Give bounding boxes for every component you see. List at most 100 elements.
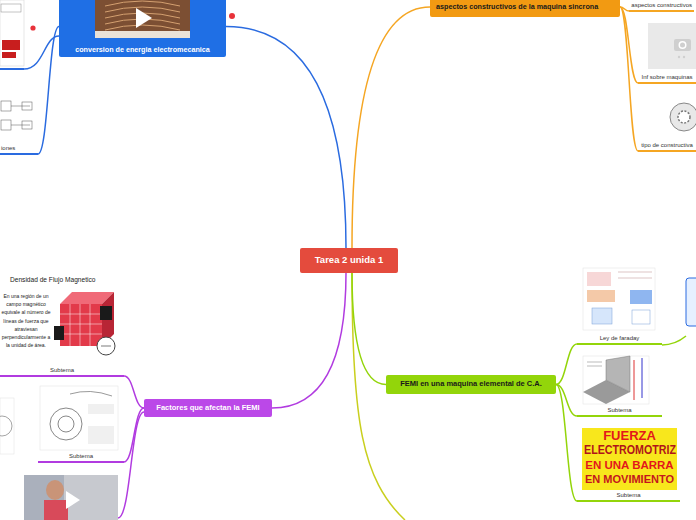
branch-line [556, 385, 577, 502]
illustration-path [118, 412, 144, 518]
illustration-line [587, 362, 602, 363]
illustration-line [11, 125, 30, 126]
illustration-rect [583, 268, 655, 330]
illustration-circle [683, 56, 685, 58]
main-topic: conversion de energia electromecanica [59, 0, 226, 57]
illustration-path [105, 7, 180, 12]
illustration-line [587, 366, 602, 367]
illustration-path [105, 25, 180, 30]
illustration-line [90, 304, 91, 346]
illustration-circle [670, 103, 696, 131]
branch-line [352, 273, 386, 385]
image-text: EN UNA BARRA [585, 459, 673, 471]
illustration-circle [679, 41, 687, 49]
subtopic-caption: aspectos constructivos [629, 0, 694, 12]
illustration-rect [2, 52, 16, 58]
illustration-line [101, 346, 111, 347]
branch-line [352, 7, 430, 248]
subtopic-caption: iones [0, 143, 38, 155]
branch-line [124, 408, 144, 462]
illustration-rect [95, 0, 190, 38]
illustration-line [60, 324, 102, 325]
illustration-line [634, 360, 635, 400]
illustration-path [105, 1, 180, 6]
illustration-rect [40, 386, 118, 450]
image-text: ELECTROMOTRIZ [584, 444, 676, 457]
illustration-g [105, 1, 180, 30]
subtopic-caption: tipo de constructiva [638, 140, 696, 152]
illustration-rect [1, 4, 21, 12]
illustration-line [11, 106, 30, 107]
illustration-circle [680, 43, 685, 48]
illustration-rect [22, 121, 32, 129]
illustration-polygon [606, 356, 630, 392]
illustration-rect [648, 23, 696, 69]
main-topic: aspectos constructivos de la maquina sin… [430, 0, 620, 17]
branch-line [620, 7, 638, 151]
illustration-path [70, 391, 112, 396]
illustration-rect [60, 304, 102, 346]
video-thumbnail [95, 0, 190, 38]
illustration-circle [678, 56, 680, 58]
illustration-polygon [136, 8, 152, 28]
illustration-rect [1, 120, 11, 130]
subtopic-caption: Ley de faraday [577, 333, 662, 345]
subtopic-caption: Subtema [0, 365, 124, 377]
illustration-rect [2, 40, 20, 50]
illustration-circle [0, 416, 12, 436]
main-topic: Factores que afectan la FEMI [144, 399, 272, 417]
illustration-rect [592, 308, 612, 324]
illustration-circle [229, 13, 235, 19]
illustration-rect [686, 278, 696, 326]
illustration-line [618, 272, 652, 273]
illustration-line [60, 334, 102, 335]
illustration-line [0, 68, 24, 70]
illustration-rect [95, 31, 190, 38]
image-text: En una región de un campo magnético equi… [1, 292, 51, 349]
branch-line [226, 27, 346, 249]
illustration-rect [0, 0, 24, 66]
illustration-path [352, 273, 405, 520]
illustration-circle [678, 111, 690, 123]
illustration-rect [44, 500, 68, 520]
illustration-line [642, 358, 643, 398]
illustration-line [618, 278, 652, 279]
branch-line [124, 376, 144, 408]
branch-line [38, 27, 59, 155]
illustration-g [1, 101, 32, 130]
illustration-rect [582, 428, 677, 490]
image-title: Densidad de Flujo Magnetico [10, 277, 95, 284]
image-text: EN MOVIMIENTO [585, 474, 674, 486]
illustration-rect [100, 306, 112, 320]
illustration-line [80, 304, 81, 346]
illustration-rect [88, 426, 114, 444]
illustration-rect [88, 404, 114, 414]
illustration-g [60, 304, 102, 346]
branch-line [272, 273, 346, 408]
illustration-rect [587, 272, 611, 286]
illustration-polygon [66, 491, 80, 509]
illustration-line [60, 314, 102, 315]
subtopic-caption: Inf sobre maquinas [638, 72, 696, 84]
main-topic: FEMI en una maquina elemental de C.A. [386, 375, 556, 394]
illustration-rect [54, 326, 64, 340]
illustration-rect [630, 290, 652, 304]
illustration-rect [22, 102, 32, 110]
illustration-rect [583, 356, 649, 404]
subtopic-caption: Subtema [38, 451, 124, 463]
illustration-rect [674, 39, 691, 51]
illustration-rect [587, 290, 615, 302]
illustration-path [662, 336, 686, 345]
illustration-rect [24, 475, 118, 520]
subtopic-caption: Subtema [577, 405, 662, 417]
illustration-circle [58, 416, 74, 432]
illustration-circle [30, 25, 35, 30]
illustration-line [70, 304, 71, 346]
illustration-circle [50, 408, 82, 440]
illustration-circle [97, 337, 115, 355]
branch-line [556, 344, 577, 385]
central-topic: Tarea 2 unida 1 [300, 248, 398, 273]
subtopic-caption: Subtema [577, 490, 680, 502]
image-text: FUERZA [603, 429, 656, 443]
